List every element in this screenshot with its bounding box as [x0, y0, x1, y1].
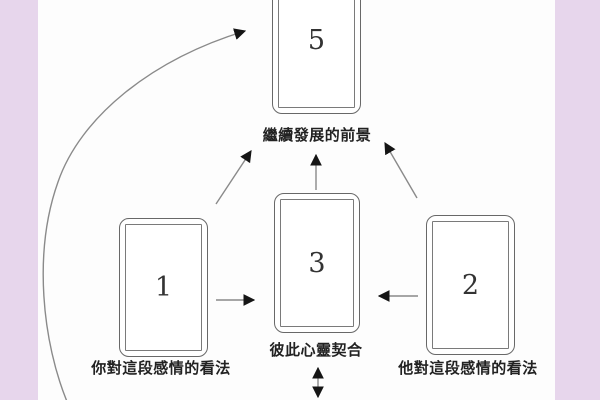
card-5-inner-frame: 5 — [278, 0, 355, 108]
card-2-inner-frame: 2 — [432, 221, 509, 349]
card-3-number: 3 — [308, 247, 326, 279]
arrow-card1-to-card5 — [215, 150, 252, 205]
card-1: 1 — [119, 218, 208, 357]
card-2: 2 — [426, 215, 515, 355]
card-1-number: 1 — [154, 272, 173, 303]
card-2-number: 2 — [461, 269, 480, 301]
card-3-label: 彼此心靈契合 — [269, 341, 363, 359]
card-3: 3 — [274, 193, 360, 333]
left-side-panel — [0, 0, 38, 400]
card-1-inner-frame: 1 — [125, 224, 202, 351]
arrow-card2-to-card5 — [384, 141, 418, 199]
card-3-inner-frame: 3 — [280, 199, 354, 327]
card-5: 5 — [272, 0, 361, 114]
card-2-label: 他對這段感情的看法 — [398, 359, 538, 377]
card-1-label: 你對這段感情的看法 — [91, 359, 231, 377]
card-5-number: 5 — [307, 24, 326, 56]
card-5-label: 繼續發展的前景 — [262, 126, 372, 144]
right-side-panel — [555, 0, 600, 400]
